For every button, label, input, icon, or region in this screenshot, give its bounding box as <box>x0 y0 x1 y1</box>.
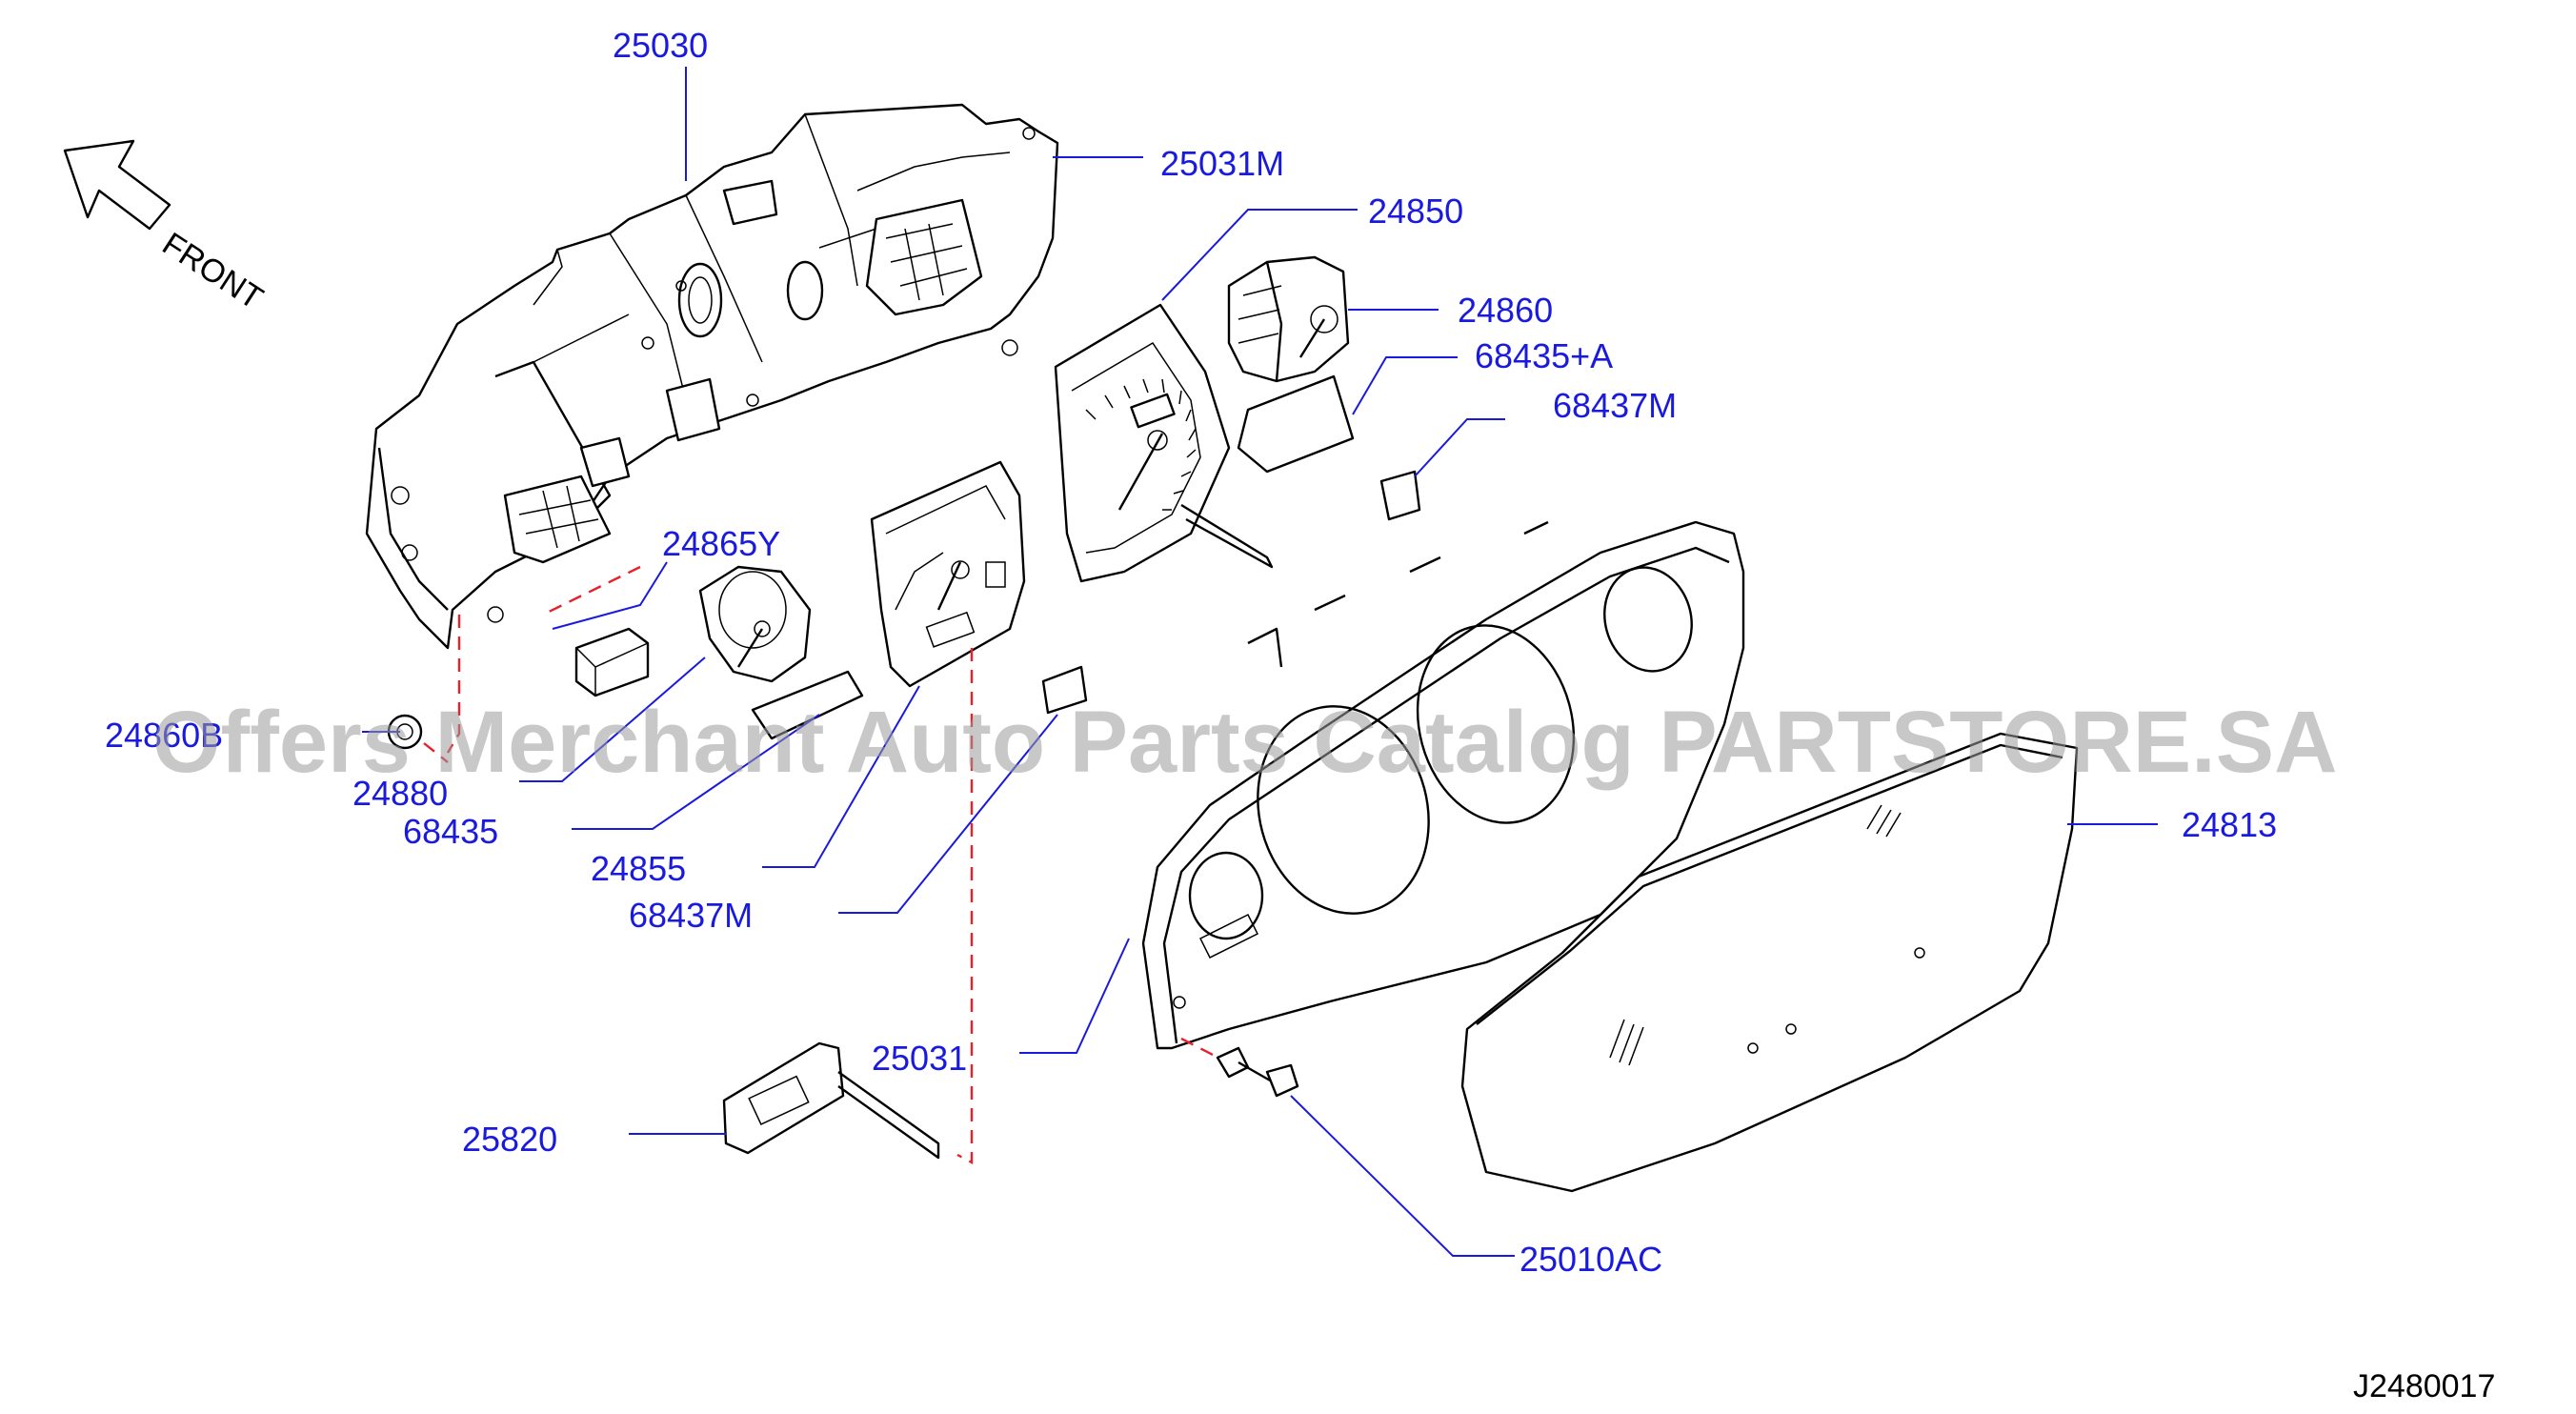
cluster-mask-25031 <box>1141 520 1745 1050</box>
front-label: FRONT <box>156 226 270 317</box>
label-24865y: 24865Y <box>662 524 780 563</box>
screw-25010ac <box>1216 1046 1299 1098</box>
label-25010ac: 25010AC <box>1519 1240 1662 1279</box>
label-68435: 68435 <box>403 812 498 851</box>
lens-24813 <box>1460 732 2079 1193</box>
label-25030: 25030 <box>613 26 708 65</box>
dash-leader-housing-bulb <box>542 565 641 616</box>
label-24850: 24850 <box>1368 192 1463 231</box>
label-25031: 25031 <box>872 1039 967 1078</box>
label-24855: 24855 <box>591 849 686 888</box>
label-24880: 24880 <box>352 774 448 813</box>
label-68437m-low: 68437M <box>629 896 753 935</box>
plate-68435 <box>751 670 864 740</box>
label-25031m: 25031M <box>1160 144 1284 183</box>
dash-leader-bulb-socket <box>423 742 449 763</box>
label-68437m-top: 68437M <box>1553 386 1677 425</box>
plate-68435a <box>1237 374 1355 474</box>
dash-leader-25031 <box>956 648 974 1164</box>
front-arrow-icon <box>63 139 171 231</box>
gauge-24880 <box>698 565 812 683</box>
cluster-housing-25030 <box>365 103 1059 650</box>
dash-leader-housing-left <box>446 615 461 754</box>
leader-lines <box>362 67 2158 1257</box>
harness-25820 <box>722 1041 940 1160</box>
label-24813: 24813 <box>2182 805 2277 844</box>
plate-68437m-top <box>1379 470 1421 521</box>
label-24860b: 24860B <box>105 716 223 755</box>
watermark-text: Offers Merchant Auto Parts Catalog PARTS… <box>152 694 2338 791</box>
label-68435-a: 68435+A <box>1475 336 1613 375</box>
label-24860: 24860 <box>1458 291 1553 330</box>
gauge-24855 <box>870 460 1026 688</box>
bulb-24865y <box>574 627 650 697</box>
drawing-code: J2480017 <box>2353 1368 2495 1404</box>
speedometer-24850 <box>1054 303 1274 583</box>
gauge-24860 <box>1227 255 1350 383</box>
label-25820: 25820 <box>462 1120 557 1159</box>
dash-leader-screw <box>1180 1037 1216 1058</box>
plate-68437m-low <box>1041 665 1088 715</box>
